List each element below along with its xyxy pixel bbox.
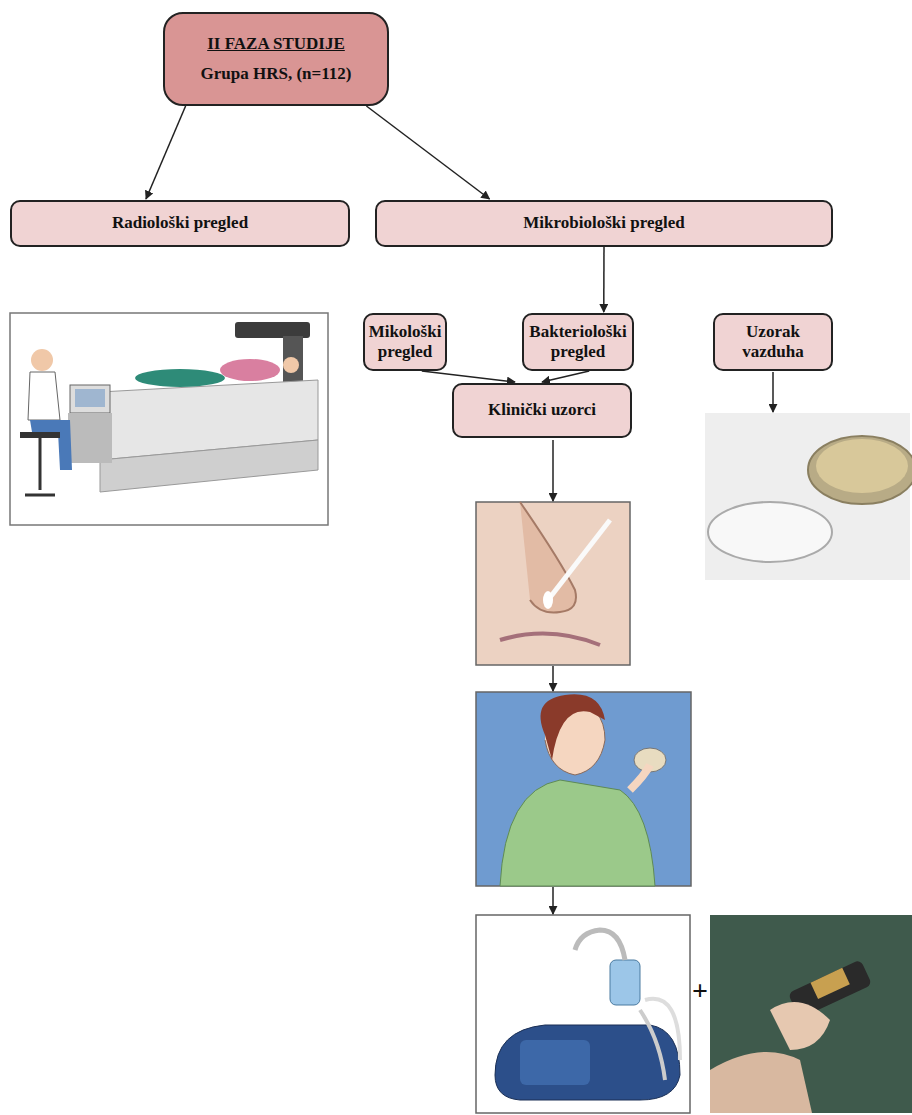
- phase-box: II FAZA STUDIJE Grupa HRS, (n=112): [163, 12, 389, 106]
- flow-arrow: [366, 106, 489, 199]
- process-box: Mikrobiološki pregled: [375, 200, 833, 247]
- plus-sign: +: [692, 975, 708, 1007]
- box-text: Klinički uzorci: [488, 400, 596, 420]
- phase-heading: II FAZA STUDIJE: [207, 34, 345, 54]
- flow-arrows: [553, 372, 773, 914]
- box-text: Mikrobiološki pregled: [523, 213, 684, 233]
- flow-arrow: [422, 371, 515, 382]
- box-text: Uzorak vazduha: [721, 322, 825, 363]
- box-text: Grupa HRS, (n=112): [201, 64, 352, 84]
- process-box: Klinički uzorci: [452, 383, 632, 438]
- process-box: Mikološki pregled: [363, 313, 447, 371]
- box-text: Mikološki pregled: [369, 322, 442, 363]
- flow-arrow: [603, 247, 605, 312]
- process-box: Uzorak vazduha: [713, 313, 833, 371]
- spirometer-photo: [710, 915, 912, 1113]
- flow-arrow: [542, 371, 589, 382]
- process-box: Radiološki pregled: [10, 200, 350, 247]
- sputum-sample-illustration: [476, 692, 691, 886]
- radiology-illustration: [10, 313, 328, 525]
- petri-dish-photo: [705, 413, 912, 580]
- nasal-swab-photo: [476, 502, 630, 665]
- flow-arrow: [146, 106, 186, 199]
- box-text: Radiološki pregled: [112, 213, 248, 233]
- process-box: Bakteriološki pregled: [522, 313, 634, 371]
- nebulizer-photo: [476, 915, 690, 1113]
- box-text: Bakteriološki pregled: [529, 322, 626, 363]
